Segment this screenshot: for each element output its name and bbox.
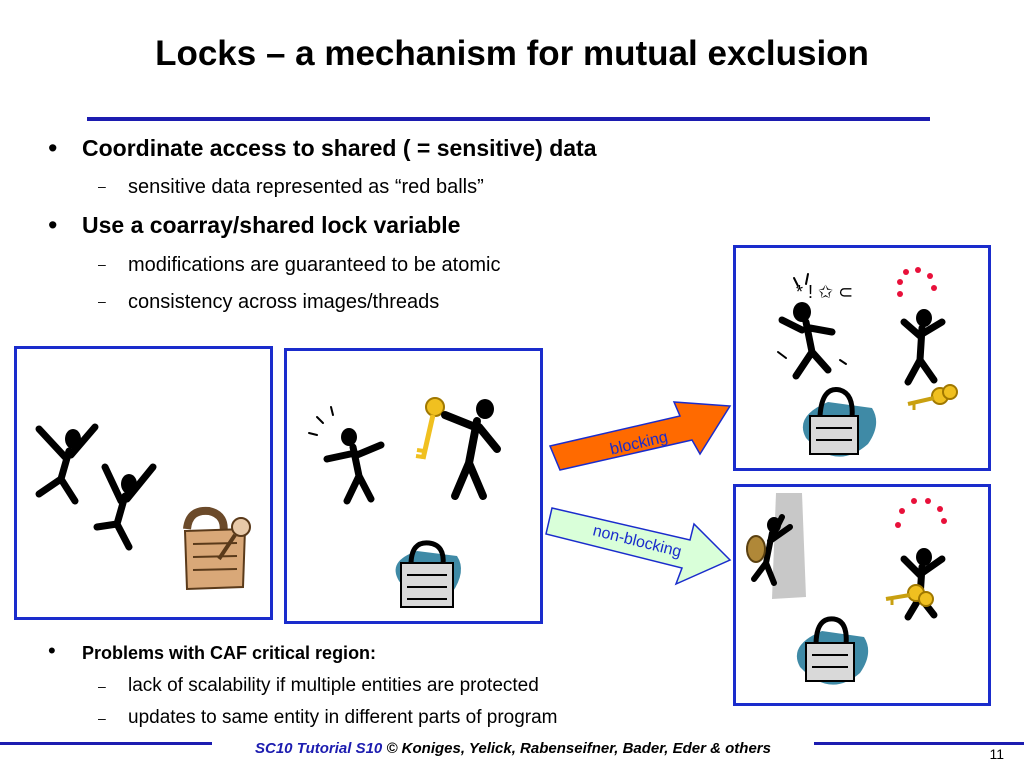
frustrated-figure-icon: * ! ✩ ⊂ [777,273,853,380]
sub-bullet-consistency: consistency across images/threads [128,291,440,313]
bullet-coordinate-access: Coordinate access to shared ( = sensitiv… [82,135,597,161]
panel-lock-with-key [14,346,273,620]
dash-marker: – [98,678,106,694]
stick-figure-jumping-icon [35,423,99,505]
sub-bullet-red-balls: sensitive data represented as “red balls… [128,176,484,198]
juggling-figure-icon [900,309,946,386]
bullet-marker: • [48,133,58,163]
panel-key-holder [284,348,543,624]
sub-bullet-atomic: modifications are guaranteed to be atomi… [128,254,501,276]
bullet-marker: • [48,638,56,663]
climbing-figure-icon [746,514,793,586]
stick-figure-surprised-icon [308,406,385,505]
svg-text:* ! ✩ ⊂: * ! ✩ ⊂ [796,282,853,302]
blocking-arrow: blocking [548,401,732,471]
bullet-lock-variable: Use a coarray/shared lock variable [82,212,461,238]
page-number: 11 [989,746,1004,762]
dash-marker: – [98,293,106,309]
stick-figure-holding-key-icon [441,399,501,500]
red-balls-icon [895,498,947,528]
wall-icon [772,493,806,599]
footer-authors: © Koniges, Yelick, Rabenseifner, Bader, … [382,740,771,757]
bullet-problems: Problems with CAF critical region: [82,643,377,663]
juggling-figure-icon [900,548,946,621]
non-blocking-arrow: non-blocking [545,507,732,586]
keys-icon [885,584,934,607]
key-icon [415,397,445,460]
title-underline [87,117,930,121]
padlock-locked-icon [802,387,877,457]
panel-non-blocking [733,484,991,706]
red-balls-icon [897,267,937,297]
dash-marker: – [98,178,106,194]
padlock-with-key-icon [183,506,251,591]
padlock-locked-icon [796,616,869,685]
keys-icon [907,384,958,410]
padlock-locked-icon [395,540,461,608]
bullet-marker: • [48,210,58,240]
footer-credit: SC10 Tutorial S10 © Koniges, Yelick, Rab… [212,740,814,757]
slide-title: Locks – a mechanism for mutual exclusion [155,34,869,73]
dash-marker: – [98,710,106,726]
sub-bullet-scalability: lack of scalability if multiple entities… [128,675,539,696]
footer-course: SC10 Tutorial S10 [255,740,383,757]
panel-blocking: * ! ✩ ⊂ [733,245,991,471]
stick-figure-jumping-icon [93,463,157,551]
dash-marker: – [98,256,106,272]
sub-bullet-updates: updates to same entity in different part… [128,707,558,728]
